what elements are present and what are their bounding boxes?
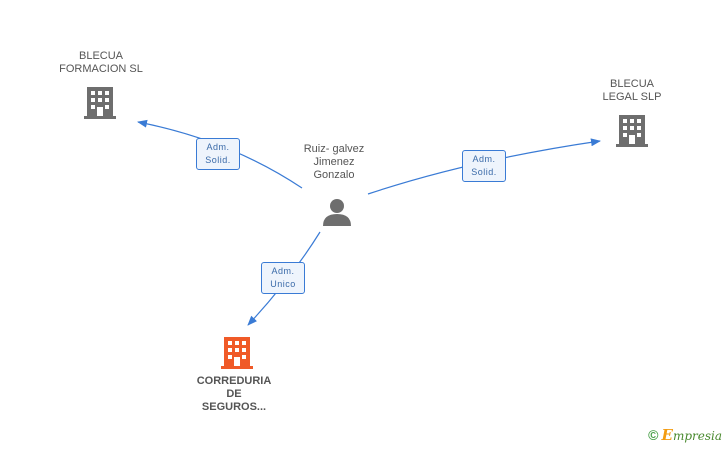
node-label-person: Ruiz- galvez Jimenez Gonzalo bbox=[303, 143, 365, 181]
building-icon bbox=[84, 87, 116, 119]
edge-label-line2: Solid. bbox=[205, 155, 231, 165]
brand-initial: E bbox=[661, 426, 673, 444]
edge-label-line1: Adm. bbox=[472, 154, 496, 164]
edge-label-line1: Adm. bbox=[206, 142, 230, 152]
edge-label-correduria: Adm. Unico bbox=[261, 262, 305, 294]
edge-label-legal: Adm. Solid. bbox=[462, 150, 506, 182]
edge-label-line2: Unico bbox=[270, 279, 296, 289]
building-icon bbox=[616, 115, 648, 147]
person-icon bbox=[323, 199, 351, 226]
node-label-correduria[interactable]: CORREDURIA DE SEGUROS... bbox=[196, 375, 272, 413]
brand-rest: mpresia bbox=[672, 429, 722, 443]
edge-label-line1: Adm. bbox=[271, 266, 295, 276]
empresia-logo: Empresia bbox=[662, 426, 723, 444]
building-icon bbox=[221, 337, 253, 369]
edge-label-formacion: Adm. Solid. bbox=[196, 138, 240, 170]
node-label-blecua-legal: BLECUA LEGAL SLP bbox=[602, 78, 662, 103]
copyright-icon: © bbox=[648, 427, 659, 443]
empresia-credit[interactable]: © Empresia bbox=[648, 426, 722, 444]
node-label-blecua-formacion: BLECUA FORMACION SL bbox=[59, 50, 143, 75]
edge-label-line2: Solid. bbox=[471, 167, 497, 177]
